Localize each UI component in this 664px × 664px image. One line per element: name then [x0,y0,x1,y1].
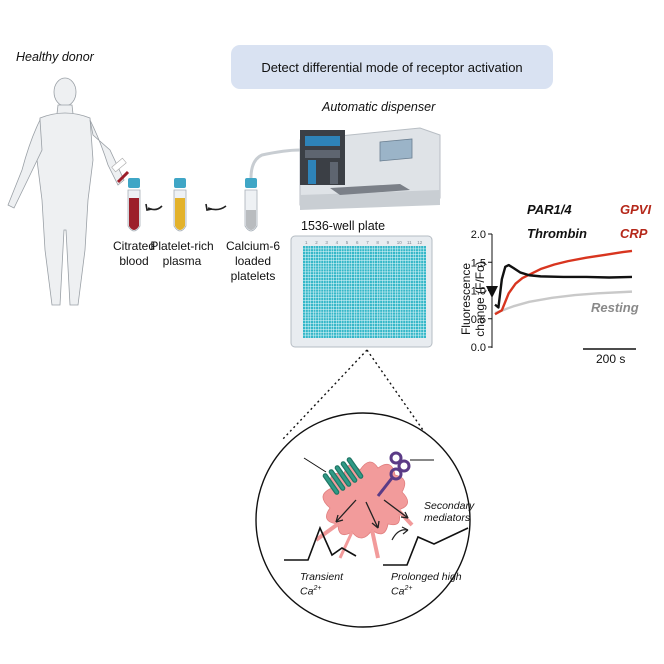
tube-label-plasma: Platelet-rich plasma [150,239,214,268]
banner-text: Detect differential mode of receptor act… [261,59,523,75]
prolonged-label: Prolonged high Ca2+ [391,571,462,598]
receptor-gpcr-icon [322,457,364,495]
dispenser-machine [299,127,441,210]
donor-label: Healthy donor [16,50,94,64]
plate-column-label: 8 [376,240,379,245]
plate-column-label: 7 [366,240,369,245]
donor-figure [7,77,125,306]
legend-crp: CRP [620,226,648,241]
secondary-mediators-label: Secondary mediators [424,500,475,524]
dispenser-label: Automatic dispenser [322,100,436,114]
series-line-crp [494,249,633,316]
scale-bar-label: 200 s [596,352,626,366]
plate-column-label: 6 [356,240,359,245]
transient-label: Transient Ca2+ [300,571,343,598]
fluorescence-chart: 0.0 0.5 1.0 1.5 2.0 [471,229,636,354]
signal-arrows [335,499,409,529]
tube-platelets [244,178,258,232]
legend-thrombin: Thrombin [527,226,587,241]
tube-label-blood: Citrated blood [112,239,156,268]
series-line-resting [494,290,633,315]
y-tick-label: 1.5 [471,257,486,269]
plate-column-label: 3 [325,240,328,245]
plate-column-label: 2 [315,240,318,245]
plate-label: 1536-well plate [301,219,386,233]
arrow-plasma-to-platelets [205,203,227,211]
y-tick-label: 2.0 [471,229,486,241]
legend-par: PAR1/4 [527,202,572,217]
series-line-thrombin [494,263,633,309]
stimulus-arrow-icon [486,286,498,298]
y-tick-label: 0.5 [471,314,486,326]
plate-column-label: 4 [336,240,339,245]
receptor-gpvi-icon [376,451,411,497]
y-tick-label: 1.0 [471,286,486,298]
plate-column-label: 10 [397,240,403,245]
y-axis-label: Fluorescence change (F/Fo) [459,261,487,337]
legend-gpvi: GPVI [620,202,652,217]
plate-column-label: 12 [417,240,423,245]
plate-column-label: 5 [346,240,349,245]
tube-blood [127,178,141,232]
legend-resting: Resting [591,300,639,315]
banner: Detect differential mode of receptor act… [231,45,553,89]
arrow-blood-to-plasma [145,203,163,211]
y-tick-label: 0.0 [471,342,486,354]
tube-label-platelets: Calcium-6 loaded platelets [225,239,280,283]
tube-plasma [173,178,187,232]
plate-column-label: 11 [407,240,412,245]
transient-trace [284,525,357,561]
plate-column-label: 1 [305,240,308,245]
plate-column-label: 9 [387,240,390,245]
prolonged-trace [383,527,469,566]
